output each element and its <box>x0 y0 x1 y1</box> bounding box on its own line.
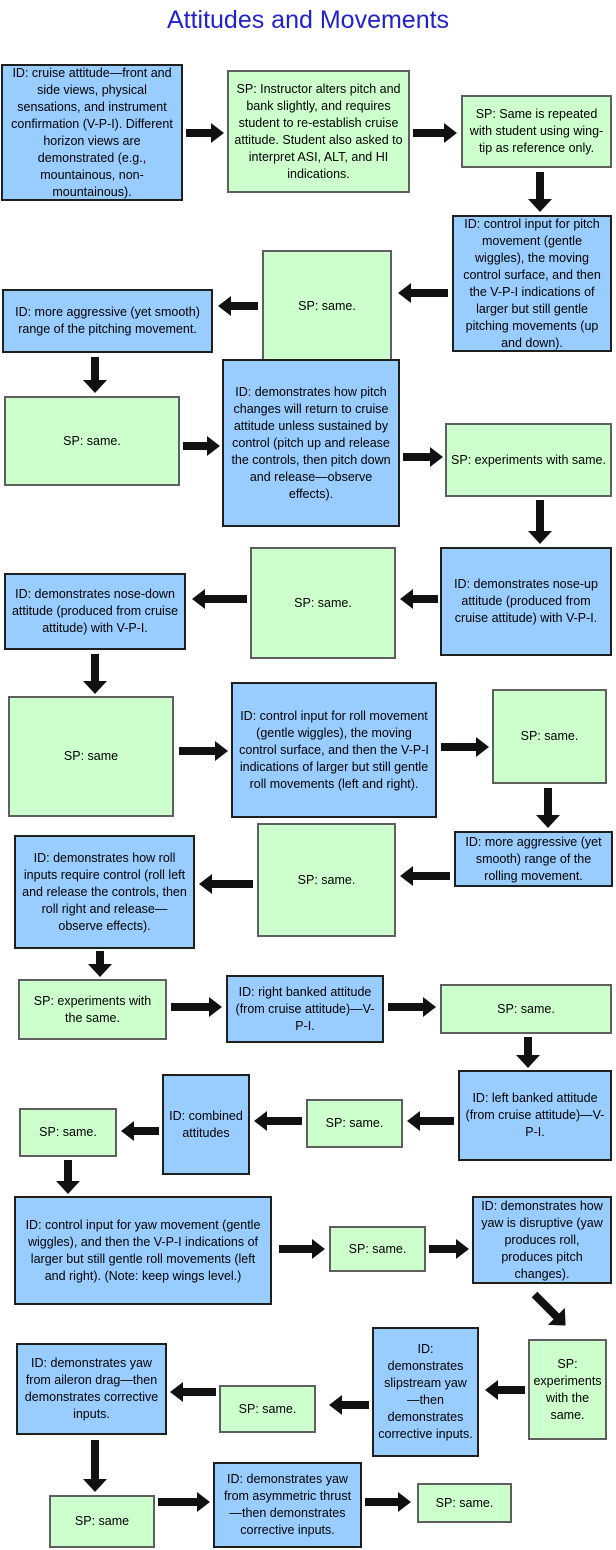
arrow-id-aggressive-pitching-to-sp-same-2 <box>83 357 107 393</box>
flow-box-sp-wingtip-reference: SP: Same is repeated with student using … <box>461 95 612 168</box>
flow-box-id-pitch-returns-cruise: ID: demonstrates how pitch changes will … <box>222 359 400 527</box>
flow-box-sp-same-3: SP: same. <box>250 547 396 659</box>
arrow-sp-instructor-alters-to-sp-wingtip-reference <box>413 123 457 143</box>
flow-box-sp-instructor-alters: SP: Instructor alters pitch and bank sli… <box>227 70 410 193</box>
arrow-sp-experiments-roll-to-id-right-banked <box>171 997 222 1017</box>
arrow-sp-same-8-to-id-yaw-control-input <box>56 1160 80 1194</box>
arrow-id-asymmetric-thrust-yaw-to-sp-same-13 <box>365 1492 411 1512</box>
flow-box-sp-experiments-roll: SP: experiments with the same. <box>18 979 167 1040</box>
flow-box-id-nose-down: ID: demonstrates nose-down attitude (pro… <box>4 573 186 650</box>
flow-box-id-slipstream-yaw: ID: demonstrates slipstream yaw—then dem… <box>372 1327 479 1457</box>
flow-box-sp-same-7: SP: same. <box>440 984 612 1034</box>
flow-box-id-yaw-control-input: ID: control input for yaw movement (gent… <box>14 1196 272 1305</box>
arrow-id-right-banked-to-sp-same-7 <box>388 997 436 1017</box>
flow-box-id-aggressive-rolling: ID: more aggressive (yet smooth) range o… <box>454 831 613 887</box>
flow-box-id-nose-up: ID: demonstrates nose-up attitude (produ… <box>440 547 612 656</box>
arrow-sp-same-4-to-id-roll-control-input <box>179 741 228 761</box>
flow-box-id-roll-control-input: ID: control input for roll movement (gen… <box>231 682 437 818</box>
flow-box-id-yaw-disruptive: ID: demonstrates how yaw is disruptive (… <box>472 1196 612 1284</box>
arrow-id-nose-up-to-sp-same-3 <box>400 589 438 609</box>
arrow-id-nose-down-to-sp-same-4 <box>83 654 107 694</box>
arrow-id-yaw-disruptive-to-sp-experiments-yaw <box>526 1286 574 1334</box>
flow-box-sp-same-11: SP: same. <box>219 1385 316 1433</box>
arrow-id-cruise-attitude-to-sp-instructor-alters <box>186 123 224 143</box>
arrow-id-pitch-control-input-to-sp-same-pitch <box>398 283 448 303</box>
flow-box-id-combined-attitudes: ID: combined attitudes <box>162 1074 250 1175</box>
flow-box-id-roll-inputs-control: ID: demonstrates how roll inputs require… <box>14 835 195 949</box>
arrow-id-roll-control-input-to-sp-same-5 <box>441 737 489 757</box>
flow-box-id-pitch-control-input: ID: control input for pitch movement (ge… <box>452 215 612 352</box>
flow-box-sp-experiments-yaw: SP: experiments with the same. <box>528 1339 607 1440</box>
arrow-sp-same-6-to-id-roll-inputs-control <box>199 874 253 894</box>
arrow-id-aileron-drag-yaw-to-sp-same-12 <box>83 1440 107 1492</box>
arrow-sp-same-9-to-id-combined-attitudes <box>254 1111 302 1131</box>
flow-box-id-right-banked: ID: right banked attitude (from cruise a… <box>226 975 384 1043</box>
arrow-sp-same-11-to-id-aileron-drag-yaw <box>170 1382 216 1402</box>
arrow-id-slipstream-yaw-to-sp-same-11 <box>329 1395 369 1415</box>
arrow-sp-same-5-to-id-aggressive-rolling <box>536 788 560 828</box>
flow-box-id-asymmetric-thrust-yaw: ID: demonstrates yaw from asymmetric thr… <box>213 1462 362 1548</box>
flow-box-sp-same-13: SP: same. <box>417 1483 512 1523</box>
flow-box-sp-same-8: SP: same. <box>19 1108 117 1157</box>
arrow-sp-same-2-to-id-pitch-returns-cruise <box>183 436 220 456</box>
flow-box-id-aileron-drag-yaw: ID: demonstrates yaw from aileron drag—t… <box>16 1343 167 1435</box>
flow-box-sp-experiments-pitch: SP: experiments with same. <box>445 423 612 497</box>
arrow-sp-experiments-pitch-to-id-nose-up <box>528 500 552 544</box>
flow-box-sp-same-6: SP: same. <box>257 823 396 937</box>
arrow-id-pitch-returns-cruise-to-sp-experiments-pitch <box>403 447 443 467</box>
arrow-id-roll-inputs-control-to-sp-experiments-roll <box>88 951 112 977</box>
arrow-id-left-banked-to-sp-same-9 <box>407 1111 454 1131</box>
diagram-title: Attitudes and Movements <box>166 6 450 34</box>
flow-box-sp-same-12: SP: same <box>49 1495 155 1548</box>
arrow-id-combined-attitudes-to-sp-same-8 <box>121 1121 159 1141</box>
arrow-sp-experiments-yaw-to-id-slipstream-yaw <box>485 1380 525 1400</box>
arrow-sp-same-7-to-id-left-banked <box>516 1037 540 1068</box>
flow-box-sp-same-9: SP: same. <box>306 1099 403 1148</box>
flow-box-sp-same-2: SP: same. <box>4 396 180 486</box>
arrow-id-yaw-control-input-to-sp-same-10 <box>279 1239 325 1259</box>
flow-box-sp-same-4: SP: same <box>8 696 174 817</box>
arrow-sp-wingtip-reference-to-id-pitch-control-input <box>528 172 552 212</box>
flow-box-sp-same-pitch: SP: same. <box>262 250 392 363</box>
arrow-id-aggressive-rolling-to-sp-same-6 <box>400 866 450 886</box>
flow-box-sp-same-5: SP: same. <box>492 689 607 784</box>
arrow-sp-same-10-to-id-yaw-disruptive <box>429 1239 469 1259</box>
arrow-sp-same-12-to-id-asymmetric-thrust-yaw <box>158 1492 210 1512</box>
flow-box-sp-same-10: SP: same. <box>329 1226 426 1272</box>
arrow-sp-same-pitch-to-id-aggressive-pitching <box>218 296 258 316</box>
flow-box-id-cruise-attitude: ID: cruise attitude—front and side views… <box>1 64 183 201</box>
flow-box-id-aggressive-pitching: ID: more aggressive (yet smooth) range o… <box>2 289 213 353</box>
arrow-sp-same-3-to-id-nose-down <box>192 589 247 609</box>
flow-box-id-left-banked: ID: left banked attitude (from cruise at… <box>458 1070 612 1161</box>
